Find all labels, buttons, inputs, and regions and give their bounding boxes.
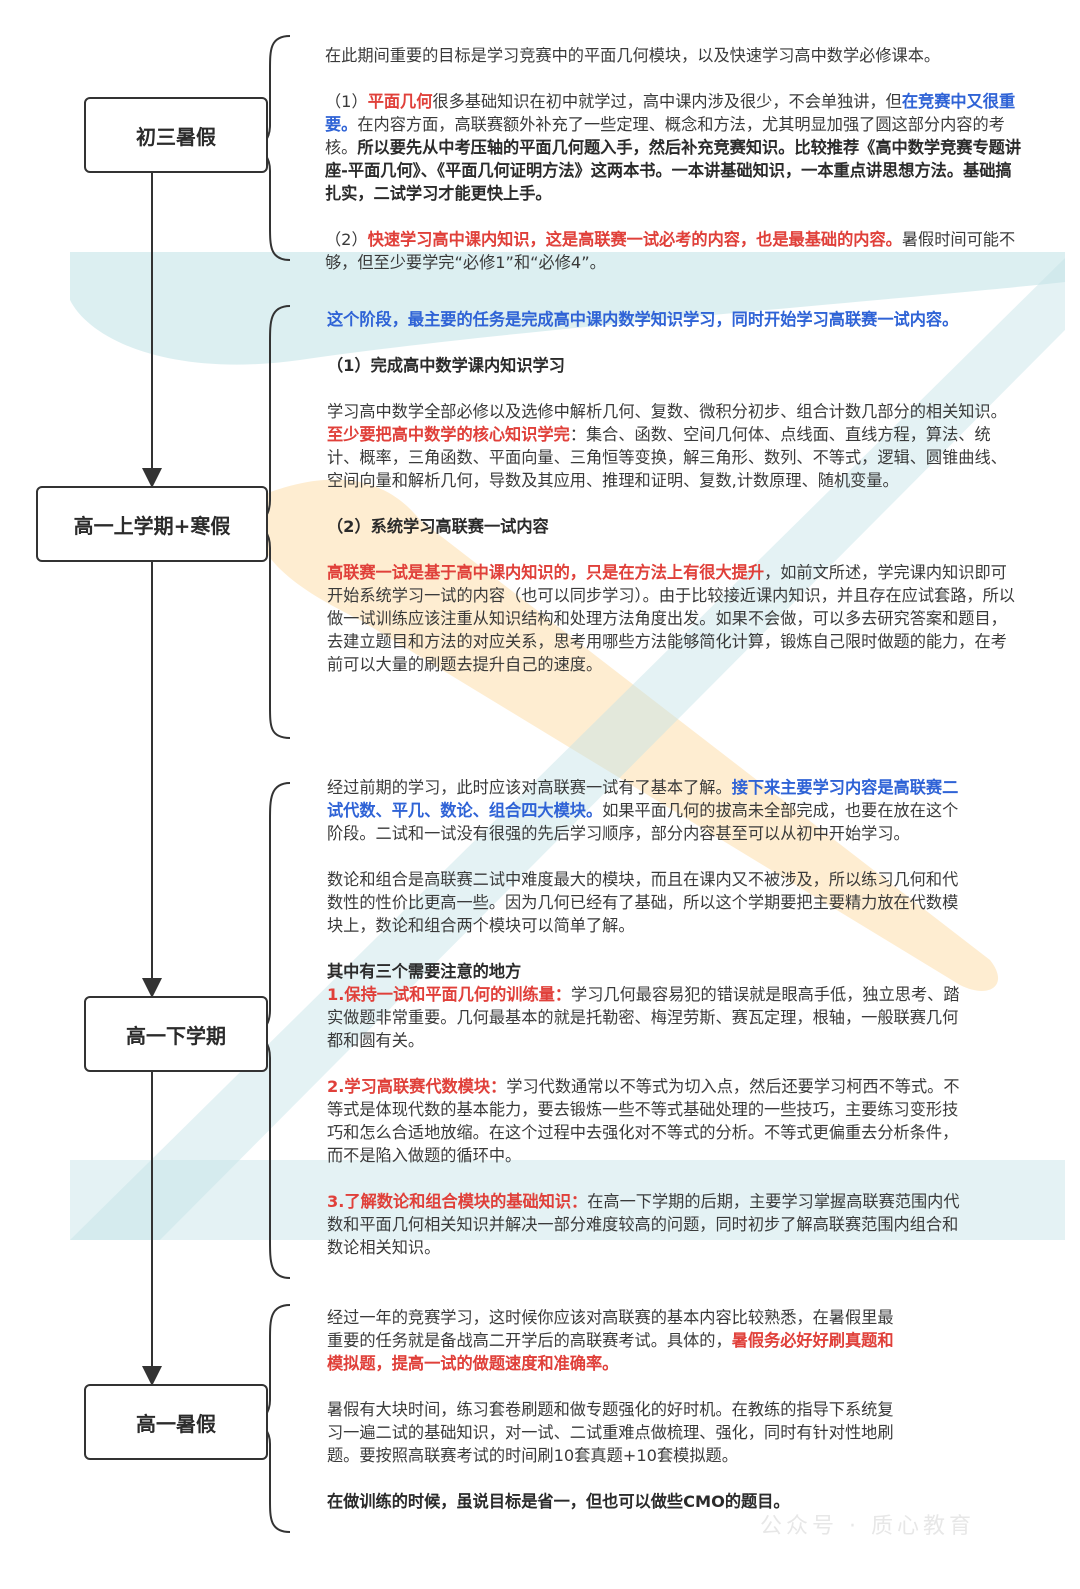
list-item: 3.了解数论和组合模块的基础知识：在高一下学期的后期，主要学习掌握高联赛范围内代… — [327, 1190, 967, 1259]
text: 暑假时间可能不够，但至少要学完“必修1”和“必修4”。 — [325, 230, 1016, 272]
paragraph: 高联赛一试是基于高中课内知识的，只是在方法上有很大提升，如前文所述，学完课内知识… — [327, 561, 1022, 676]
highlight-red: 至少要把高中数学的核心知识学完 — [327, 425, 570, 444]
highlight-red: 高联赛一试是基于高中课内知识的，只是在方法上有很大提升 — [327, 563, 765, 582]
list-item: 1.保持一试和平面几何的训练量：学习几何最容易犯的错误就是眼高手低，独立思考、踏… — [327, 983, 967, 1052]
text: 很多基础知识在初中就学过，高中课内涉及很少，不会单独讲，但 — [432, 92, 902, 111]
z-top-bar — [70, 252, 1065, 365]
text: 暑假有大块时间，练习套卷刷题和做专题强化的好时机。在教练的指导下系统复习一遍二试… — [327, 1400, 894, 1465]
stage-2-text: 这个阶段，最主要的任务是完成高中课内数学知识学习，同时开始学习高联赛一试内容。 … — [327, 308, 1022, 676]
text: （1） — [325, 92, 368, 111]
paragraph: 在此期间重要的目标是学习竞赛中的平面几何模块，以及快速学习高中数学必修课本。 — [325, 44, 1025, 67]
paragraph: 经过前期的学习，此时应该对高联赛一试有了基本了解。接下来主要学习内容是高联赛二试… — [327, 776, 967, 845]
highlight-blue: 在竞赛中又很重要。 — [325, 92, 1016, 134]
text: 其中有三个需要注意的地方 — [327, 962, 522, 981]
paragraph: 数论和组合是高联赛二试中难度最大的模块，而且在课内又不被涉及，所以练习几何和代数… — [327, 868, 967, 937]
z-diagonal-orange — [250, 479, 999, 991]
text: （2）系统学习高联赛一试内容 — [327, 517, 549, 536]
text: ，如前文所述，学完课内知识即可开始系统学习一试的内容（也可以同步学习）。由于比较… — [327, 563, 1015, 674]
text: （2） — [325, 230, 368, 249]
stage-label: 初三暑假 — [136, 124, 216, 149]
highlight-blue: 接下来主要学习内容是高联赛二试代数、平几、数论、组合四大模块。 — [327, 778, 959, 820]
text: 经过前期的学习，此时应该对高联赛一试有了基本了解。 — [327, 778, 732, 797]
highlight-blue: 这个阶段，最主要的任务是完成高中课内数学知识学习，同时开始学习高联赛一试内容。 — [327, 310, 959, 329]
highlight-red: 平面几何 — [367, 92, 433, 111]
text: （1）完成高中数学课内知识学习 — [327, 356, 565, 375]
stage-box-1: 初三暑假 — [84, 97, 268, 173]
highlight-red: 快速学习高中课内知识，这是高联赛一试必考的内容，也是最基础的内容。 — [367, 230, 902, 249]
highlight-bold: 在做训练的时候，虽说目标是省一，但也可以做些CMO的题目。 — [327, 1492, 790, 1511]
stage-4-text: 经过一年的竞赛学习，这时候你应该对高联赛的基本内容比较熟悉，在暑假里最重要的任务… — [327, 1306, 897, 1513]
stage-label: 高一暑假 — [136, 1411, 216, 1436]
highlight-red: 1.保持一试和平面几何的训练量： — [327, 985, 572, 1004]
section-heading: （2）系统学习高联赛一试内容 — [327, 515, 1022, 538]
section-heading: 其中有三个需要注意的地方 — [327, 960, 967, 983]
list-item: 2.学习高联赛代数模块：学习代数通常以不等式为切入点，然后还要学习柯西不等式。不… — [327, 1075, 967, 1167]
watermark: 公众号 · 质心教育 — [760, 1514, 975, 1539]
paragraph: 暑假有大块时间，练习套卷刷题和做专题强化的好时机。在教练的指导下系统复习一遍二试… — [327, 1398, 897, 1467]
paragraph: 经过一年的竞赛学习，这时候你应该对高联赛的基本内容比较熟悉，在暑假里最重要的任务… — [327, 1306, 897, 1375]
stage-1-text: 在此期间重要的目标是学习竞赛中的平面几何模块，以及快速学习高中数学必修课本。 （… — [325, 44, 1025, 274]
text: 学习高中数学全部必修以及选修中解析几何、复数、微积分初步、组合计数几部分的相关知… — [327, 402, 1007, 421]
highlight-red: 3.了解数论和组合模块的基础知识： — [327, 1192, 588, 1211]
text: 在内容方面，高联赛额外补充了一些定理、概念和方法，尤其明显加强了圆这部分内容的考… — [325, 115, 1005, 157]
paragraph: （2）快速学习高中课内知识，这是高联赛一试必考的内容，也是最基础的内容。暑假时间… — [325, 228, 1025, 274]
paragraph: （1）平面几何很多基础知识在初中就学过，高中课内涉及很少，不会单独讲，但在竞赛中… — [325, 90, 1025, 205]
paragraph: 学习高中数学全部必修以及选修中解析几何、复数、微积分初步、组合计数几部分的相关知… — [327, 400, 1022, 492]
stage-box-4: 高一暑假 — [84, 1384, 268, 1460]
highlight-bold: 所以要先从中考压轴的平面几何题入手，然后补充竞赛知识。比较推荐《高中数学竞赛专题… — [325, 138, 1022, 203]
z-bottom-bar — [70, 1160, 1065, 1240]
text: 在高一下学期的后期，主要学习掌握高联赛范围内代数和平面几何相关知识并解决一部分难… — [327, 1192, 960, 1257]
text: ：集合、函数、空间几何体、点线面、直线方程，算法、统计、概率，三角函数、平面向量… — [327, 425, 1007, 490]
text: 学习几何最容易犯的错误就是眼高手低，独立思考、踏实做题非常重要。几何最基本的就是… — [327, 985, 960, 1050]
z-diagonal-teal — [70, 258, 1065, 1240]
paragraph: 在做训练的时候，虽说目标是省一，但也可以做些CMO的题目。 — [327, 1490, 897, 1513]
text: 数论和组合是高联赛二试中难度最大的模块，而且在课内又不被涉及，所以练习几何和代数… — [327, 870, 959, 935]
stage-3-text: 经过前期的学习，此时应该对高联赛一试有了基本了解。接下来主要学习内容是高联赛二试… — [327, 776, 967, 1259]
stage-box-2: 高一上学期+寒假 — [36, 486, 268, 562]
stage-label: 高一下学期 — [126, 1023, 226, 1048]
text: 经过一年的竞赛学习，这时候你应该对高联赛的基本内容比较熟悉，在暑假里最重要的任务… — [327, 1308, 894, 1350]
text: 在此期间重要的目标是学习竞赛中的平面几何模块，以及快速学习高中数学必修课本。 — [325, 46, 941, 65]
highlight-red: 暑假务必好好刷真题和模拟题，提高一试的做题速度和准确率。 — [327, 1331, 894, 1373]
highlight-red: 2.学习高联赛代数模块： — [327, 1077, 507, 1096]
text: 如果平面几何的拔高未全部完成，也要在放在这个阶段。二试和一试没有很强的先后学习顺… — [327, 801, 959, 843]
paragraph: 这个阶段，最主要的任务是完成高中课内数学知识学习，同时开始学习高联赛一试内容。 — [327, 308, 1022, 331]
text: 学习代数通常以不等式为切入点，然后还要学习柯西不等式。不等式是体现代数的基本能力… — [327, 1077, 960, 1165]
stage-box-3: 高一下学期 — [84, 996, 268, 1072]
section-heading: （1）完成高中数学课内知识学习 — [327, 354, 1022, 377]
stage-label: 高一上学期+寒假 — [73, 513, 231, 538]
